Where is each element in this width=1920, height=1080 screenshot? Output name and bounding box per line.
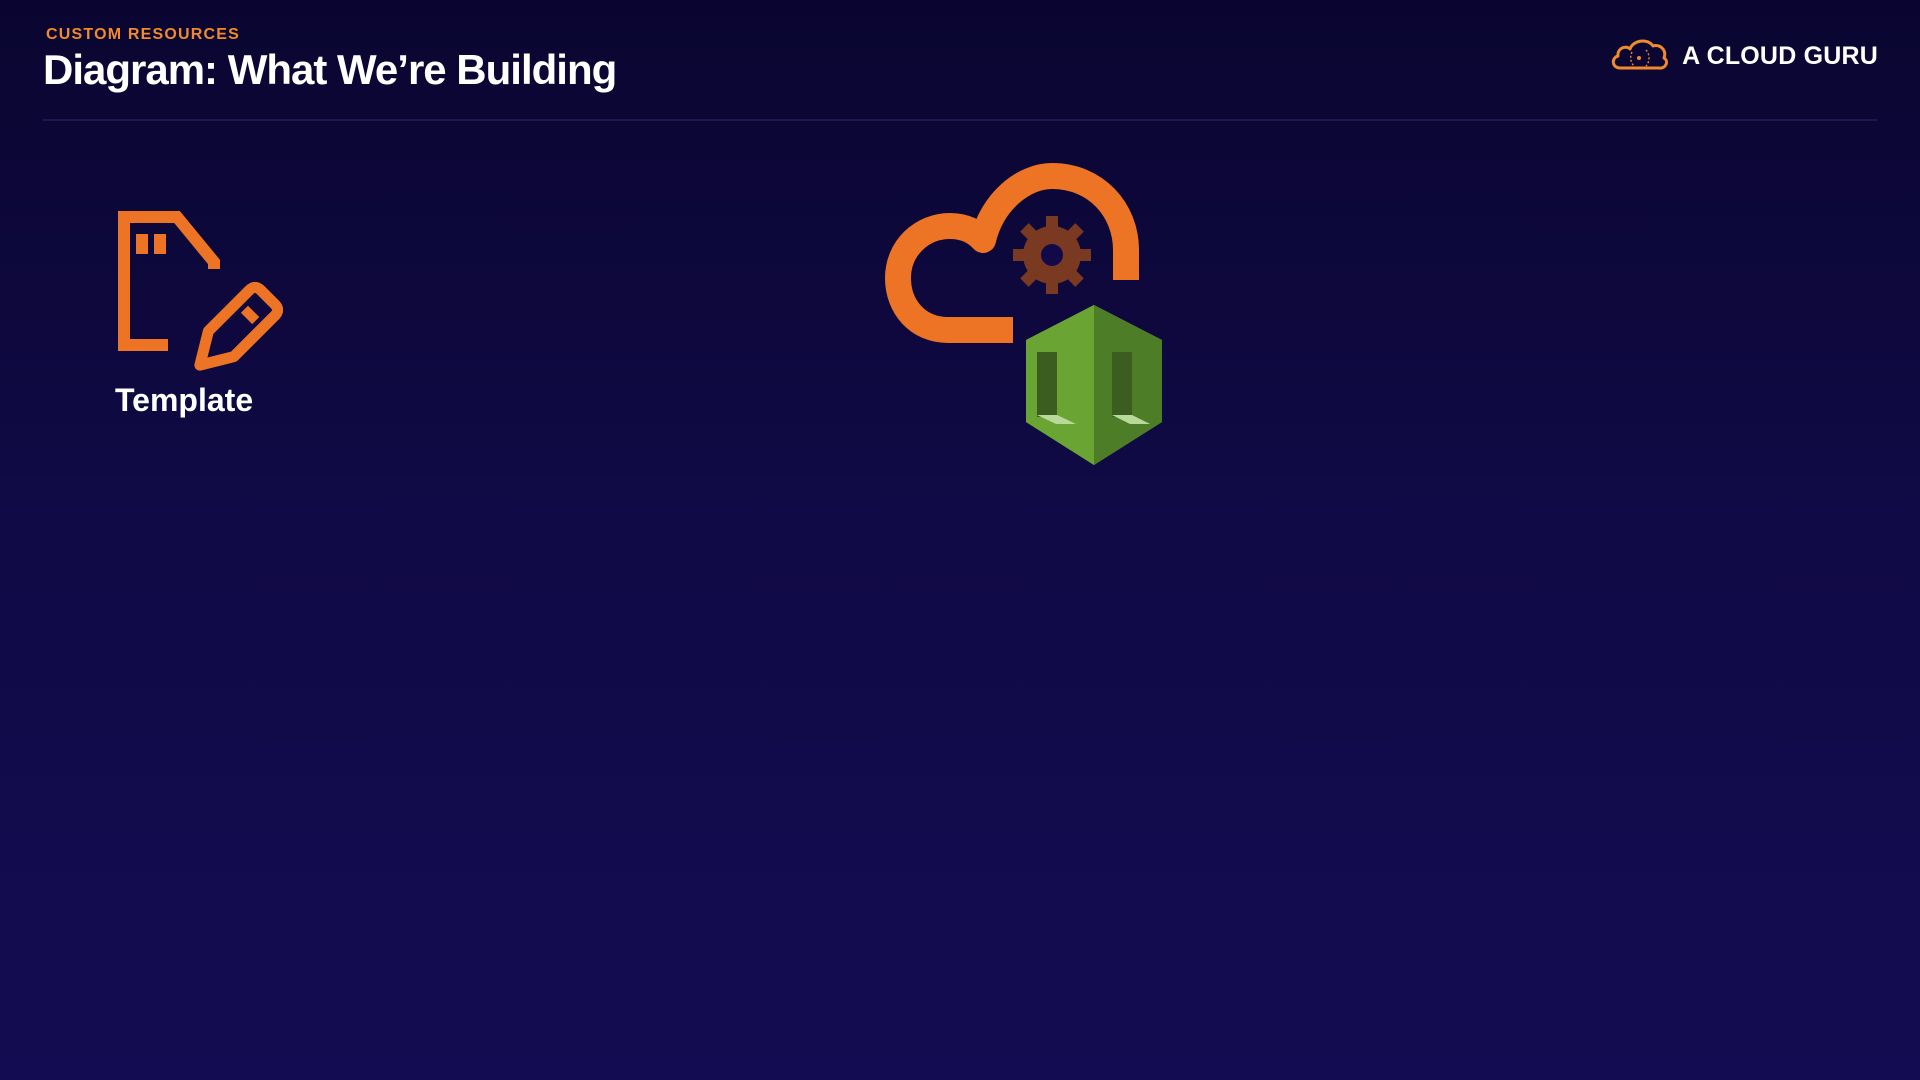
cloudformation-stack-icon: [1026, 305, 1162, 465]
section-eyebrow: CUSTOM RESOURCES: [46, 26, 241, 43]
gear-icon: [1013, 216, 1091, 294]
cloudformation-cloud-gear-icon: [885, 163, 1162, 465]
template-node: Template: [113, 206, 293, 418]
page-title: Diagram: What We’re Building: [43, 46, 617, 93]
cloudformation-node: [880, 160, 1170, 480]
template-label: Template: [115, 382, 254, 418]
brand: A CLOUD GURU: [1608, 36, 1878, 76]
acloudguru-cloud-icon: [1611, 39, 1669, 70]
template-document-edit-icon: [118, 211, 283, 371]
header-divider: [43, 119, 1877, 121]
brand-name: A CLOUD GURU: [1682, 41, 1878, 70]
